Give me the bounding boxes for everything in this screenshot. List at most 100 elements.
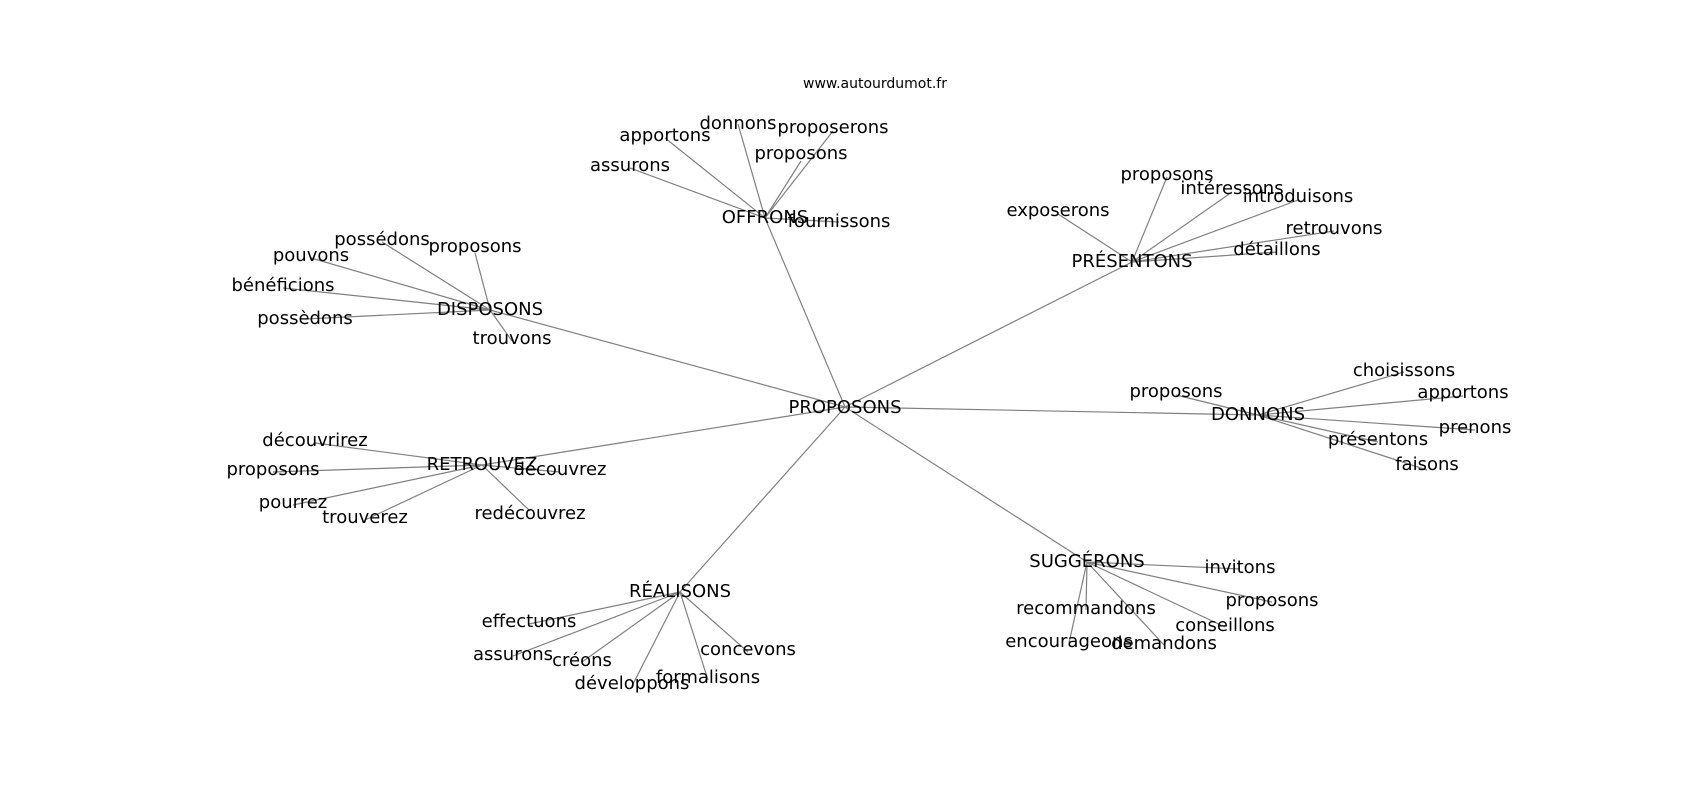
leaf-node-label: proposons xyxy=(754,143,847,164)
leaf-node-label: bénéficions xyxy=(231,275,334,296)
edge-hub-to-leaf xyxy=(764,130,834,219)
graph-labels: www.autourdumot.fr PROPOSONS OFFRONS donno… xyxy=(226,76,1511,694)
edge-hub-to-leaf xyxy=(381,241,491,311)
edge-hub-to-leaf xyxy=(664,137,766,219)
leaf-node-label: proposons xyxy=(1120,164,1213,185)
edge-hub-to-leaf xyxy=(310,257,491,311)
leaf-node-label: introduisons xyxy=(1243,186,1354,207)
edge-hub-to-leaf xyxy=(489,309,513,342)
leaf-node-label: prenons xyxy=(1439,417,1512,438)
edge-hub-to-leaf xyxy=(1175,394,1259,416)
leaf-node-label: apportons xyxy=(1417,382,1508,403)
edge-hub-to-leaf xyxy=(1131,251,1278,263)
edge-hub-to-leaf xyxy=(528,591,681,625)
edge-hub-to-leaf xyxy=(631,591,681,687)
edge-hub-to-leaf xyxy=(1131,191,1233,263)
edge-center-to-hub xyxy=(844,261,1133,408)
leaf-node-label: effectuons xyxy=(482,611,577,632)
leaf-node-label: choisissons xyxy=(1353,360,1455,381)
leaf-node-label: pourrez xyxy=(259,492,327,513)
leaf-node-label: proposons xyxy=(428,236,521,257)
leaf-node-label: assurons xyxy=(473,644,553,665)
hub-node-label: OFFRONS xyxy=(722,207,808,228)
leaf-node-label: recommandons xyxy=(1016,598,1156,619)
leaf-node-label: possédons xyxy=(334,229,430,250)
edge-hub-to-leaf xyxy=(581,591,681,663)
graph-edges xyxy=(272,123,1476,687)
edge-center-to-hub xyxy=(844,406,1259,416)
edge-hub-to-leaf xyxy=(679,591,709,681)
leaf-node-label: conseillons xyxy=(1175,615,1275,636)
edge-hub-to-leaf xyxy=(1086,561,1273,603)
edge-center-to-hub xyxy=(481,406,846,466)
leaf-node-label: concevons xyxy=(700,639,796,660)
leaf-node-label: formalisons xyxy=(656,667,760,688)
edge-hub-to-leaf xyxy=(764,160,802,219)
leaf-node-label: présentons xyxy=(1328,429,1428,450)
edge-hub-to-leaf xyxy=(1257,371,1405,416)
leaf-node-label: retrouvons xyxy=(1285,218,1382,239)
leaf-node-label: donnons xyxy=(699,113,776,134)
hub-node-label: RETROUVEZ xyxy=(427,454,538,475)
leaf-node-label: assurons xyxy=(590,155,670,176)
center-node-label: PROPOSONS xyxy=(788,397,901,418)
leaf-node-label: découvrirez xyxy=(262,430,367,451)
edge-hub-to-leaf xyxy=(1257,395,1464,416)
hub-node-label: DONNONS xyxy=(1211,404,1305,425)
leaf-node-label: proposons xyxy=(1225,590,1318,611)
edge-hub-to-leaf xyxy=(481,464,561,473)
edge-center-to-hub xyxy=(489,309,846,408)
leaf-node-label: demandons xyxy=(1111,633,1217,654)
edge-hub-to-leaf xyxy=(512,591,681,657)
edge-center-to-hub xyxy=(844,406,1088,563)
edge-hub-to-leaf xyxy=(1057,213,1133,263)
hub-node-label: PRÉSENTONS xyxy=(1071,250,1192,272)
edge-hub-to-leaf xyxy=(272,464,483,473)
edge-hub-to-leaf xyxy=(1085,561,1088,611)
leaf-node-label: trouverez xyxy=(322,507,408,528)
leaf-node-label: créons xyxy=(552,650,612,671)
leaf-node-label: intéressons xyxy=(1180,178,1283,199)
edge-hub-to-leaf xyxy=(364,464,483,521)
edge-hub-to-leaf xyxy=(1131,199,1299,263)
leaf-node-label: détaillons xyxy=(1233,239,1320,260)
edge-hub-to-leaf xyxy=(481,464,531,512)
edge-hub-to-leaf xyxy=(282,287,491,311)
leaf-node-label: exposerons xyxy=(1006,200,1109,221)
edge-hub-to-leaf xyxy=(474,252,491,311)
leaf-node-label: possèdons xyxy=(257,308,353,329)
leaf-node-label: encourageons xyxy=(1005,631,1133,652)
leaf-node-label: fournissons xyxy=(788,211,891,232)
leaf-node-label: faisons xyxy=(1395,454,1459,475)
leaf-node-label: développons xyxy=(575,673,690,694)
edge-hub-to-leaf xyxy=(1131,176,1168,263)
edge-hub-to-leaf xyxy=(1086,561,1241,570)
edge-hub-to-leaf xyxy=(737,123,766,219)
leaf-node-label: trouvons xyxy=(473,328,552,349)
leaf-node-label: découvrez xyxy=(514,459,607,480)
leaf-node-label: pouvons xyxy=(273,245,349,266)
leaf-node-label: proposerons xyxy=(777,117,888,138)
edge-hub-to-leaf xyxy=(1257,414,1476,431)
leaf-node-label: invitons xyxy=(1205,557,1276,578)
edge-hub-to-leaf xyxy=(679,591,749,653)
edge-hub-to-leaf xyxy=(764,217,840,223)
edge-hub-to-leaf xyxy=(292,464,483,506)
edge-hub-to-leaf xyxy=(314,442,483,466)
edge-hub-to-leaf xyxy=(304,309,491,320)
hub-node-label: RÉALISONS xyxy=(629,580,731,602)
edge-hub-to-leaf xyxy=(1086,561,1165,646)
edge-hub-to-leaf xyxy=(1257,414,1379,443)
leaf-node-label: proposons xyxy=(226,459,319,480)
edge-hub-to-leaf xyxy=(1086,561,1226,628)
leaf-node-label: proposons xyxy=(1129,381,1222,402)
edge-hub-to-leaf xyxy=(629,167,766,219)
edge-hub-to-leaf xyxy=(1257,414,1428,471)
edge-hub-to-leaf xyxy=(1068,561,1088,644)
watermark-label: www.autourdumot.fr xyxy=(803,76,947,92)
edge-hub-to-leaf xyxy=(1131,230,1335,263)
hub-node-label: DISPOSONS xyxy=(437,299,543,320)
hub-node-label: SUGGÉRONS xyxy=(1029,550,1144,572)
leaf-node-label: apportons xyxy=(619,125,710,146)
